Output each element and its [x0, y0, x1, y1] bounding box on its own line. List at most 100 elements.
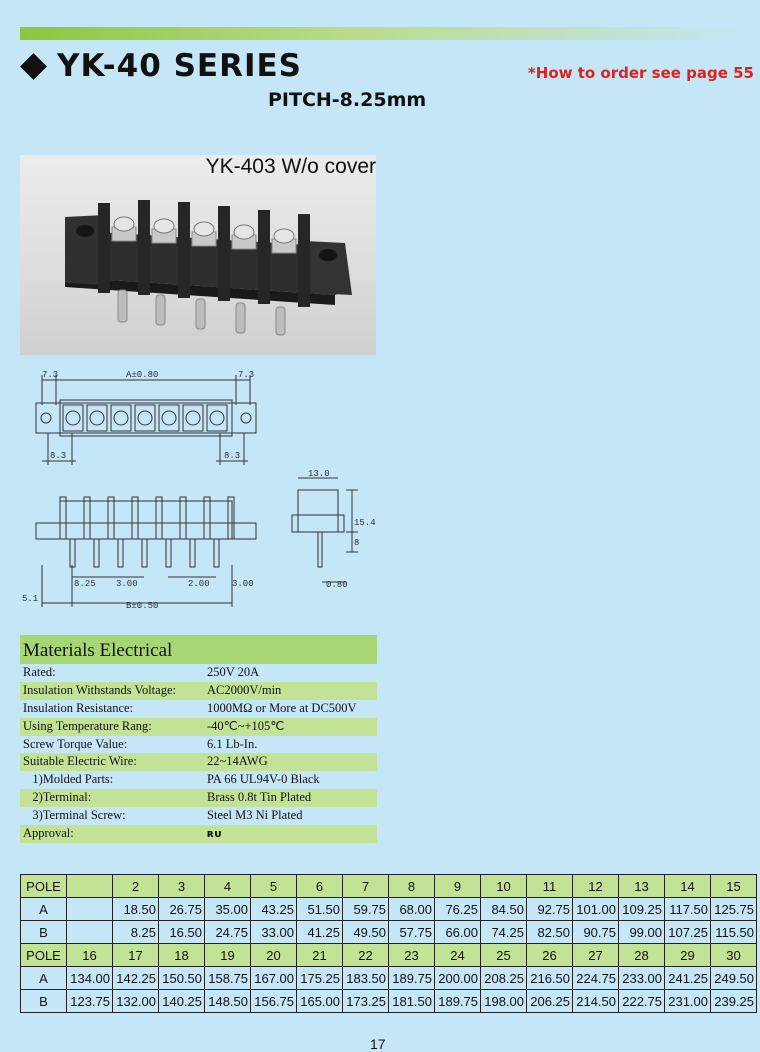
table-cell: 66.00	[434, 920, 481, 944]
table-cell: 19	[204, 943, 251, 967]
materials-title: Materials Electrical	[20, 635, 377, 664]
table-cell: 84.50	[480, 897, 527, 921]
table-cell: 21	[296, 943, 343, 967]
series-title-text: YK-40 SERIES	[57, 48, 302, 84]
table-cell: 99.00	[618, 920, 665, 944]
row-label: POLE	[20, 943, 67, 967]
table-cell: 49.50	[342, 920, 389, 944]
dim-8-3-right: 8.3	[224, 451, 240, 461]
spec-row-molded-parts: 1)Molded Parts: PA 66 UL94V-0 Black	[23, 772, 320, 787]
table-cell: 57.75	[388, 920, 435, 944]
table-cell: 7	[342, 874, 389, 898]
table-cell: 6	[296, 874, 343, 898]
spec-row-insulation-resistance: Insulation Resistance: 1000MΩ or More at…	[23, 700, 357, 715]
table-cell: 14	[664, 874, 711, 898]
table-cell: 13	[618, 874, 665, 898]
row-label: B	[20, 989, 67, 1013]
table-cell: 8.25	[112, 920, 159, 944]
table-cell: 82.50	[526, 920, 573, 944]
dim-15-4: 15.4	[354, 518, 376, 528]
table-cell: 23	[388, 943, 435, 967]
table-cell: 16.50	[158, 920, 205, 944]
table-cell: 109.25	[618, 897, 665, 921]
pitch-label: PITCH-8.25mm	[268, 89, 427, 111]
technical-drawing: 7.3 A±0.80 7.3 8.3 8.3 13.0 15.4 8 0.80 …	[22, 370, 376, 611]
table-cell: 224.75	[572, 966, 619, 990]
table-cell: 208.25	[480, 966, 527, 990]
order-note: *How to order see page 55	[527, 64, 754, 82]
table-cell: 167.00	[250, 966, 297, 990]
table-cell: 25	[480, 943, 527, 967]
table-cell: 35.00	[204, 897, 251, 921]
table-cell: 26	[526, 943, 573, 967]
table-cell: 214.50	[572, 989, 619, 1013]
row-label: B	[20, 920, 67, 944]
table-cell: 101.00	[572, 897, 619, 921]
dim-b: B±0.50	[126, 601, 158, 611]
table-cell: 231.00	[664, 989, 711, 1013]
dim-2-00: 2.00	[188, 579, 210, 589]
table-cell: 2	[112, 874, 159, 898]
table-cell: 216.50	[526, 966, 573, 990]
table-cell: 43.25	[250, 897, 297, 921]
table-cell: 175.25	[296, 966, 343, 990]
table-cell: 239.25	[710, 989, 757, 1013]
table-cell: 117.50	[664, 897, 711, 921]
table-cell: 140.25	[158, 989, 205, 1013]
table-cell: 24	[434, 943, 481, 967]
table-cell: 3	[158, 874, 205, 898]
dim-5-1: 5.1	[22, 594, 38, 604]
ul-approval-icon: ʀᴜ	[207, 827, 222, 841]
table-cell: 181.50	[388, 989, 435, 1013]
table-cell: 18	[158, 943, 205, 967]
dim-a: A±0.80	[126, 370, 158, 380]
table-cell: 189.75	[388, 966, 435, 990]
table-cell: 26.75	[158, 897, 205, 921]
spec-row-terminal-screw: 3)Terminal Screw: Steel M3 Ni Plated	[23, 808, 303, 823]
table-cell: 41.25	[296, 920, 343, 944]
table-cell: 142.25	[112, 966, 159, 990]
table-cell: 200.00	[434, 966, 481, 990]
table-cell: 68.00	[388, 897, 435, 921]
table-cell: 11	[526, 874, 573, 898]
table-cell: 8	[388, 874, 435, 898]
table-cell: 30	[710, 943, 757, 967]
row-label: A	[20, 966, 67, 990]
table-cell: 33.00	[250, 920, 297, 944]
spec-row-screw-torque: Screw Torque Value: 6.1 Lb-In.	[23, 736, 258, 751]
empty-cell	[66, 874, 113, 898]
table-cell: 15	[710, 874, 757, 898]
table-cell: 28	[618, 943, 665, 967]
table-cell: 4	[204, 874, 251, 898]
table-cell: 59.75	[342, 897, 389, 921]
table-cell: 189.75	[434, 989, 481, 1013]
table-cell: 115.50	[710, 920, 757, 944]
table-cell: 76.25	[434, 897, 481, 921]
table-cell: 123.75	[66, 989, 113, 1013]
dim-8: 8	[354, 538, 359, 548]
row-label: POLE	[20, 874, 67, 898]
dim-8-3-left: 8.3	[50, 451, 66, 461]
table-cell: 206.25	[526, 989, 573, 1013]
table-cell: 198.00	[480, 989, 527, 1013]
table-cell: 10	[480, 874, 527, 898]
table-cell: 233.00	[618, 966, 665, 990]
product-photo: YK-403 W/o cover	[20, 155, 376, 355]
materials-electrical-panel: Materials Electrical Rated: 250V 20A Ins…	[20, 635, 377, 843]
table-cell: 92.75	[526, 897, 573, 921]
table-cell: 241.25	[664, 966, 711, 990]
table-cell: 5	[250, 874, 297, 898]
table-cell: 165.00	[296, 989, 343, 1013]
table-cell: 24.75	[204, 920, 251, 944]
spec-row-rated: Rated: 250V 20A	[23, 665, 260, 679]
header-green-bar	[20, 27, 756, 40]
page-number: 17	[370, 1036, 386, 1052]
row-label: A	[20, 897, 67, 921]
table-cell: 132.00	[112, 989, 159, 1013]
table-cell: 12	[572, 874, 619, 898]
